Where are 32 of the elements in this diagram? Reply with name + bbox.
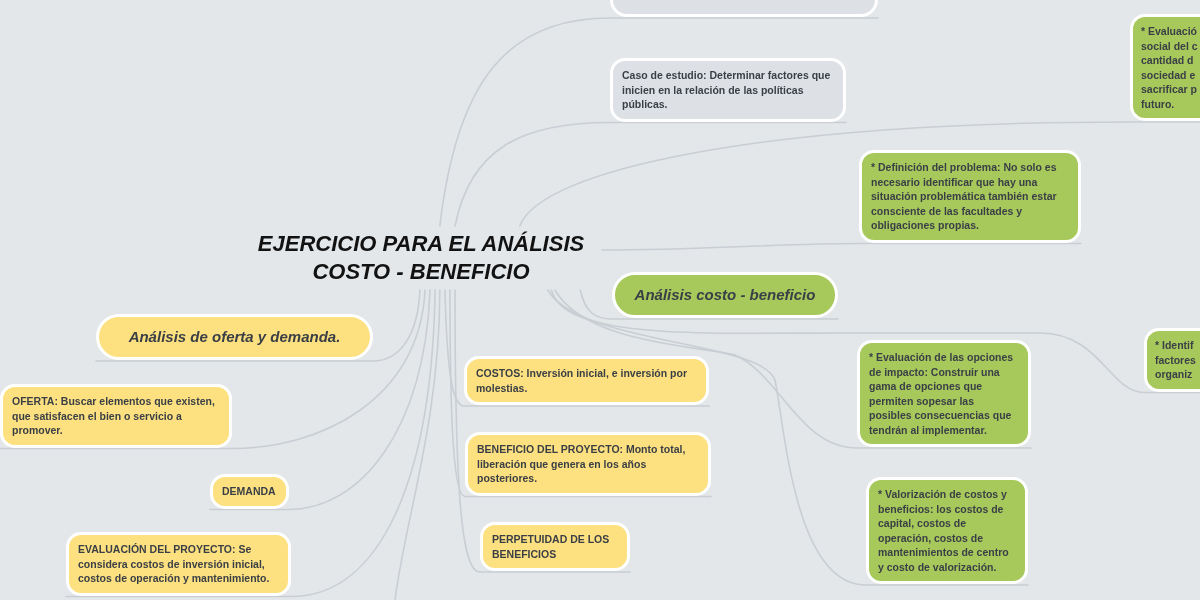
subtopic-card: * Valorización de costos y beneficios: los costos de capital, costos de operación, costos de mantenimientos de centro y costo de valorización. <box>866 477 1028 584</box>
connector-line <box>519 121 1200 227</box>
connector-line <box>209 289 431 511</box>
connector-line <box>439 17 879 227</box>
connector-line <box>65 289 436 598</box>
central-topic: EJERCICIO PARA EL ANÁLISIS COSTO - BENEFICIO <box>240 226 602 290</box>
subtopic-card: * Identif factores organiz <box>1144 328 1200 392</box>
connector-line <box>454 121 847 227</box>
subtopic-card: PERPETUIDAD DE LOS BENEFICIOS <box>480 522 630 571</box>
subtopic-card: DEMANDA <box>210 474 289 509</box>
main-topic-pill: Análisis de oferta y demanda. <box>96 314 373 360</box>
connector-line <box>454 289 631 573</box>
connector-line <box>554 289 1032 449</box>
connector-line <box>394 289 441 600</box>
subtopic-card: Caso de estudio: Determinar factores que inicien en la relación de las políticas públicas. <box>610 58 846 122</box>
subtopic-card: * Evaluació social del c cantidad d sociedad e sacrificar p futuro. <box>1130 14 1200 121</box>
connector-line <box>546 289 1029 586</box>
connector-line <box>95 289 421 362</box>
subtopic-card: COSTOS: Inversión inicial, e inversión por molestias. <box>464 356 709 405</box>
main-topic-pill: Análisis costo - beneficio <box>612 272 838 318</box>
subtopic-card <box>610 0 878 17</box>
subtopic-card: * Evaluación de las opciones de impacto: Construir una gama de opciones que permiten sopesar las posibles consecuencias que tendrán al implementar. <box>857 340 1031 447</box>
connector-line <box>579 289 839 320</box>
subtopic-card: OFERTA: Buscar elementos que existen, que satisfacen el bien o servicio a promover. <box>0 384 232 448</box>
subtopic-card: * Definición del problema: No solo es necesario identificar que hay una situación problemática también estar consciente de las facultades y obligaciones propias. <box>859 150 1081 243</box>
subtopic-card: BENEFICIO DEL PROYECTO: Monto total, liberación que genera en los años posteriores. <box>465 432 711 496</box>
connector-line <box>550 289 1200 394</box>
connector-line <box>601 242 1082 251</box>
connector-line <box>449 289 712 498</box>
connector-line <box>444 289 710 407</box>
subtopic-card: EVALUACIÓN DEL PROYECTO: Se considera costos de inversión inicial, costos de operación y mantenimiento. <box>66 532 291 596</box>
connector-line <box>0 289 426 450</box>
